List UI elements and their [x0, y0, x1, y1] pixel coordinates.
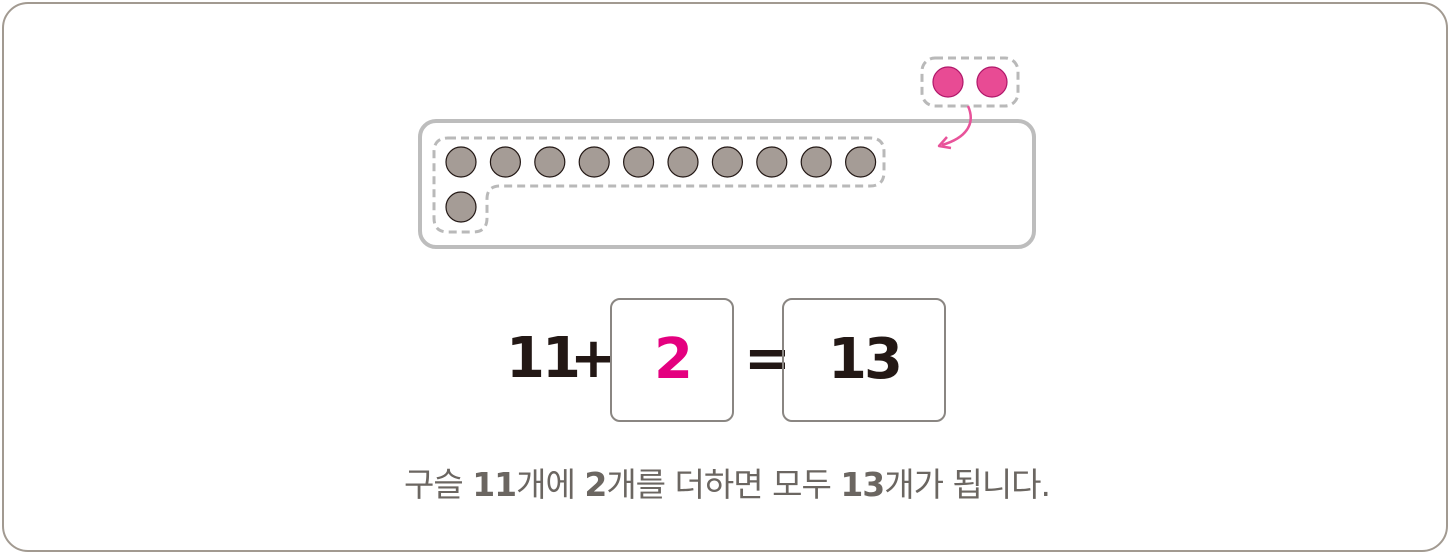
- caption-text-2: 개에: [516, 465, 585, 504]
- move-arrowhead: [937, 136, 952, 150]
- answer-addend-value: 2: [654, 327, 693, 392]
- pink-bead: [976, 66, 1008, 98]
- gray-bead: [445, 191, 477, 223]
- bead-frame: [418, 119, 1036, 249]
- gray-bead: [800, 146, 832, 178]
- move-arrow: [941, 105, 972, 147]
- answer-box-sum[interactable]: 13: [782, 298, 946, 422]
- gray-bead: [667, 146, 699, 178]
- caption-text-1: 구슬: [403, 465, 473, 504]
- gray-bead: [711, 146, 744, 178]
- caption-number-2: 2: [584, 465, 607, 504]
- answer-sum-value: 13: [828, 327, 903, 392]
- gray-bead: [622, 146, 655, 178]
- caption-text-4: 개가 됩니다.: [884, 465, 1051, 504]
- addend-left: 11: [506, 326, 581, 391]
- caption-number-13: 13: [840, 465, 885, 504]
- pink-bead: [932, 66, 964, 98]
- gray-bead: [756, 146, 788, 178]
- answer-box-addend[interactable]: 2: [610, 298, 734, 422]
- ten-group-outline: [432, 136, 886, 234]
- caption-sentence: 구슬 11개에 2개를 더하면 모두 13개가 됩니다.: [0, 458, 1454, 506]
- gray-bead: [489, 146, 521, 178]
- gray-bead: [445, 146, 477, 178]
- plus-sign: +: [570, 326, 617, 391]
- gray-bead: [578, 146, 610, 178]
- gray-bead: [534, 146, 566, 178]
- gray-bead: [844, 146, 877, 178]
- caption-number-11: 11: [472, 465, 517, 504]
- caption-text-3: 개를 더하면 모두: [606, 465, 841, 504]
